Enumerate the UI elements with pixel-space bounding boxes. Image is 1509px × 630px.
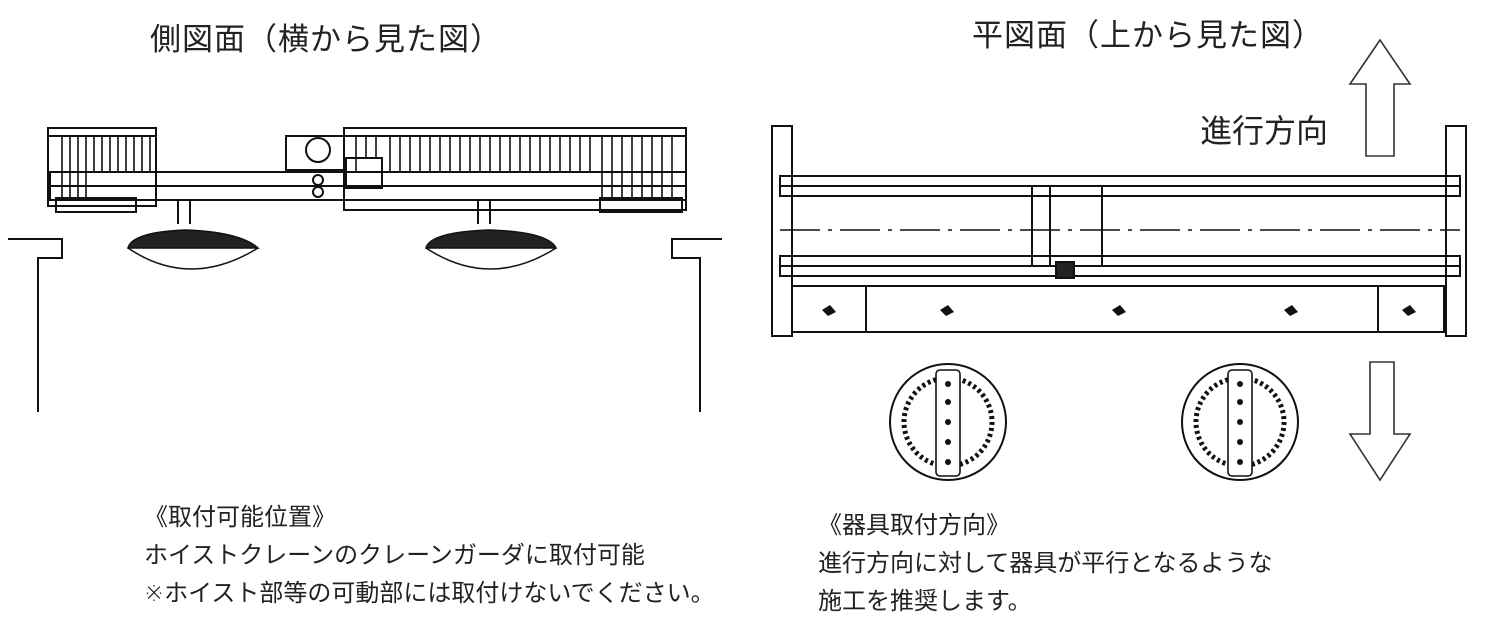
mounting-position-notes: 《取付可能位置》 ホイストクレーンのクレーンガーダに取付可能 ※ホイスト部等の可… [144,498,715,612]
mounting-position-line-1: ホイストクレーンのクレーンガーダに取付可能 [144,541,645,569]
mounting-direction-notes: 《器具取付方向》 進行方向に対して器具が平行となるような 施工を推奨します。 [818,506,1273,620]
plan-view-title: 平図面（上から見た図） [972,18,1324,54]
mounting-position-heading: 《取付可能位置》 [144,503,336,531]
side-view-drawing [8,127,722,412]
mounting-position-line-2: ※ホイスト部等の可動部には取付けないでください。 [144,579,715,607]
mounting-direction-line-2: 施工を推奨します。 [818,587,1032,615]
side-view-title: 側図面（横から見た図） [150,22,502,58]
mounting-direction-heading: 《器具取付方向》 [818,511,1010,539]
travel-direction-label: 進行方向 [1200,112,1329,150]
mounting-direction-line-1: 進行方向に対して器具が平行となるような [818,549,1273,577]
arrow-up-icon [1348,38,1412,157]
arrow-down-icon [1348,361,1412,482]
